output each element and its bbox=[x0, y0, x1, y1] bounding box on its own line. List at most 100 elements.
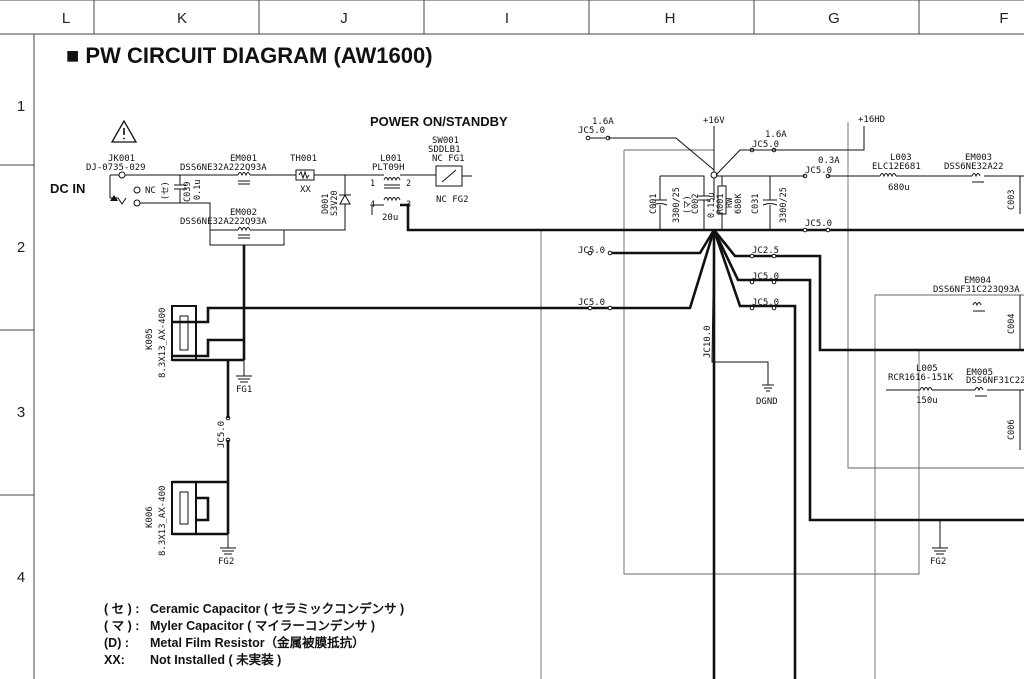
em001-part: DSS6NE32A222Q93A bbox=[180, 163, 267, 173]
em002-part: DSS6NE32A222Q93A bbox=[180, 217, 267, 227]
l003-ref: L003 bbox=[890, 153, 912, 163]
component-legend: ( セ ) : Ceramic Capacitor ( セラミックコンデンサ )… bbox=[104, 601, 404, 669]
l001-inductor: L001 PLT09H 1 2 4 3 20u bbox=[370, 154, 1024, 232]
em003-ref: EM003 bbox=[965, 153, 992, 163]
row-label-3: 3 bbox=[17, 404, 25, 421]
c006-ref: C006 bbox=[1007, 420, 1017, 440]
jc25-label: JC2.5 bbox=[752, 246, 779, 256]
legend-row-ceramic: ( セ ) : Ceramic Capacitor ( セラミックコンデンサ ) bbox=[104, 601, 404, 618]
em005-ref: EM005 bbox=[966, 368, 993, 378]
sw001-part: SDDLB1 bbox=[428, 145, 461, 155]
th001-ref: TH001 bbox=[290, 154, 317, 164]
row-label-1: 1 bbox=[17, 98, 25, 115]
legend-text: Not Installed ( 未実装 ) bbox=[150, 653, 282, 667]
jc50-g-label: JC5.0 bbox=[578, 298, 605, 308]
legend-text: Ceramic Capacitor ( セラミックコンデンサ ) bbox=[150, 602, 405, 616]
power-switch-label: POWER ON/STANDBY bbox=[370, 114, 508, 129]
fg2-left-ground: FG2 bbox=[218, 534, 236, 567]
fg2-right-label: FG2 bbox=[930, 557, 946, 567]
k006-part: 8.3X13_AX-400 bbox=[158, 486, 168, 556]
th001-thermistor: TH001 XX bbox=[290, 154, 372, 195]
fg2-right-ground: FG2 bbox=[930, 520, 948, 567]
k005-ref: K005 bbox=[145, 328, 155, 350]
c001-value: 3300/25 bbox=[672, 187, 682, 223]
fg2-left-label: FG2 bbox=[218, 557, 234, 567]
l005-value: 150u bbox=[916, 396, 938, 406]
l005-ref: L005 bbox=[916, 364, 938, 374]
em001-filter: EM001 DSS6NE32A222Q93A bbox=[180, 154, 290, 185]
r001-value: 680K bbox=[734, 193, 744, 214]
k005-part: 8.3X13_AX-400 bbox=[158, 308, 168, 378]
d001-ref: D001 bbox=[321, 194, 331, 214]
fg1-label: FG1 bbox=[236, 385, 252, 395]
em001-ref: EM001 bbox=[230, 154, 257, 164]
d001-part: S3V20 bbox=[330, 190, 340, 216]
sw001-power-switch[interactable]: POWER ON/STANDBY SW001 SDDLB1 NC FG1 NC … bbox=[370, 114, 508, 205]
em004-filter: EM004 DSS6NF31C223Q93A C004 bbox=[933, 276, 1021, 350]
sw001-nc-fg2: NC FG2 bbox=[436, 195, 469, 205]
col-label-h: H bbox=[665, 10, 676, 27]
em004-ref: EM004 bbox=[964, 276, 991, 286]
jc-16a-2: 1.6A bbox=[765, 130, 787, 140]
em005-filter: EM005 DSS6NF31C22 C006 bbox=[966, 368, 1024, 450]
legend-text: Myler Capacitor ( マイラーコンデンサ ) bbox=[150, 619, 376, 633]
dgnd-label: DGND bbox=[756, 397, 778, 407]
diagram-title: ■ PW CIRCUIT DIAGRAM (AW1600) bbox=[66, 43, 433, 68]
jc50-h-label: JC5.0 bbox=[752, 298, 779, 308]
c031-capacitor: C031 3300/25 bbox=[751, 176, 789, 230]
r001-ref: R001 bbox=[716, 194, 726, 214]
c039-capacitor: (セ) C039 0.1u bbox=[161, 175, 203, 203]
col-label-l: L bbox=[62, 10, 70, 27]
fg1-ground: FG1 bbox=[236, 360, 252, 395]
c039-ref: C039 bbox=[183, 182, 193, 202]
row-label-4: 4 bbox=[17, 569, 25, 586]
jc50-b-label: JC5.0 bbox=[752, 140, 779, 150]
jc50-k-label: JC5.0 bbox=[217, 421, 227, 448]
jc50-top-label: JC5.0 bbox=[578, 126, 605, 136]
em003-filter: EM003 DSS6NE32A22 C003 bbox=[944, 153, 1024, 214]
legend-row-metal-film: (D) : Metal Film Resistor（金属被膜抵抗） bbox=[104, 635, 404, 652]
jumper-jc50-top: 1.6A JC5.0 bbox=[578, 117, 715, 171]
k006-ref: K006 bbox=[145, 506, 155, 528]
r001-type: RW bbox=[725, 197, 735, 208]
ground-bus: DGND JC10.0 bbox=[244, 229, 1024, 679]
sw001-ref: SW001 bbox=[432, 136, 459, 146]
jk001-nc: NC bbox=[145, 186, 156, 196]
em005-part: DSS6NF31C22 bbox=[966, 376, 1024, 386]
jc-16a-1: 1.6A bbox=[592, 117, 614, 127]
l001-part: PLT09H bbox=[372, 163, 405, 173]
legend-row-myler: ( マ ) : Myler Capacitor ( マイラーコンデンサ ) bbox=[104, 618, 404, 635]
c002-value: 0.15u bbox=[707, 192, 717, 218]
l005-inductor: L005 RCR1616-151K 150u bbox=[886, 364, 975, 406]
jk001-ref: JK001 bbox=[108, 154, 135, 164]
c001-capacitor: C001 3300/25 bbox=[649, 176, 682, 230]
jumper-jc50-g: JC5.0 bbox=[578, 298, 613, 311]
dc-in-label: DC IN bbox=[50, 181, 85, 196]
l005-part: RCR1616-151K bbox=[888, 373, 954, 383]
c004-ref: C004 bbox=[1007, 314, 1017, 334]
jumper-jc50-k: JC5.0 bbox=[217, 360, 231, 534]
jumper-jc50-d: JC5.0 bbox=[802, 219, 832, 233]
legend-text: Metal Film Resistor（金属被膜抵抗） bbox=[150, 636, 365, 650]
jc50-d-label: JC5.0 bbox=[805, 219, 832, 229]
col-label-f: F bbox=[999, 10, 1008, 27]
l001-pin1: 1 bbox=[370, 179, 375, 189]
th001-value: XX bbox=[300, 185, 311, 195]
col-label-k: K bbox=[177, 10, 187, 27]
col-label-g: G bbox=[828, 10, 840, 27]
jumper-jc50-e: JC5.0 bbox=[578, 246, 613, 256]
legend-key: XX: bbox=[104, 653, 125, 667]
col-label-i: I bbox=[505, 10, 509, 27]
jumper-jc50-f: JC5.0 bbox=[749, 272, 779, 285]
jk001-part: DJ-0735-029 bbox=[86, 163, 146, 173]
c001-ref: C001 bbox=[649, 194, 659, 214]
l001-ref: L001 bbox=[380, 154, 402, 164]
legend-row-not-installed: XX: Not Installed ( 未実装 ) bbox=[104, 652, 404, 669]
jc-03a: 0.3A bbox=[818, 156, 840, 166]
em002-filter: EM002 DSS6NE32A222Q93A bbox=[180, 202, 346, 246]
jc50-c-label: JC5.0 bbox=[805, 166, 832, 176]
l003-part: ELC12E681 bbox=[872, 162, 921, 172]
l001-pin2: 2 bbox=[406, 179, 411, 189]
